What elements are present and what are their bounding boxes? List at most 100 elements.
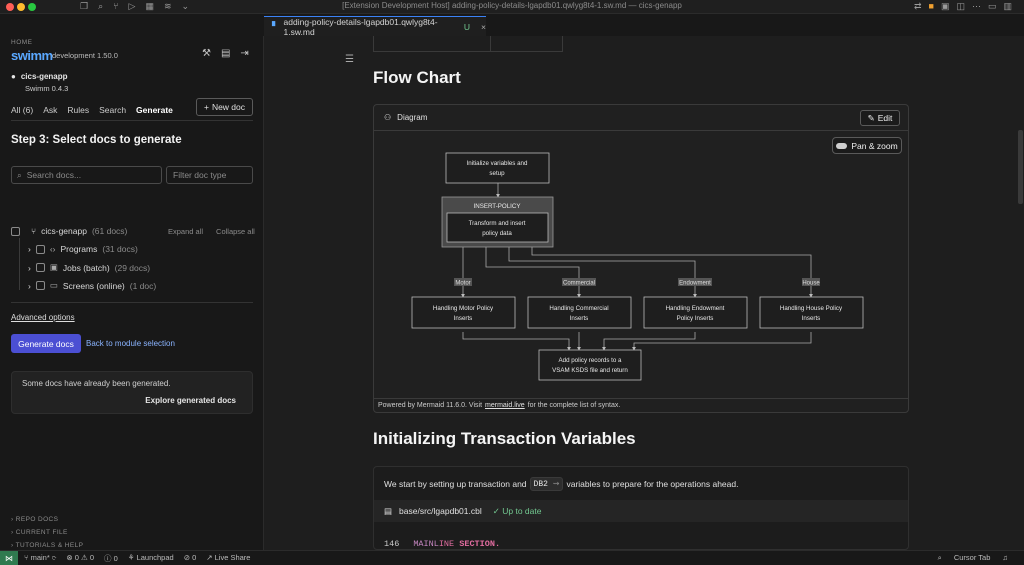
screens-checkbox[interactable]	[35, 281, 45, 290]
node-motor-line1: Handling Motor Policy	[433, 305, 494, 312]
run-debug-icon[interactable]: ▷	[128, 1, 136, 11]
expand-all-link[interactable]: Expand all	[168, 227, 204, 236]
advanced-options-link[interactable]: Advanced options	[11, 313, 75, 322]
tab-status: U	[463, 21, 471, 32]
tree-item-programs[interactable]: › ‹› Programs (31 docs)	[28, 244, 138, 254]
tab-generate[interactable]: Generate	[136, 105, 173, 121]
node-commercial-line2: Inserts	[570, 315, 589, 322]
code-line: 146 MAINLINE SECTION.	[384, 539, 501, 549]
tree-item-jobs[interactable]: › ▣ Jobs (batch) (29 docs)	[28, 262, 151, 273]
repo-docs-section[interactable]: › REPO DOCS	[11, 516, 59, 523]
programs-checkbox[interactable]	[35, 244, 45, 254]
tab-all[interactable]: All (6)	[11, 105, 34, 115]
edge-endowment-add	[602, 332, 696, 351]
filter-doc-type-input[interactable]: Filter doc type	[166, 166, 253, 184]
monitor-icon: ▭	[49, 280, 58, 290]
diagram-icon: ⚇	[384, 113, 392, 122]
chevron-right-icon[interactable]: ›	[28, 244, 31, 254]
node-commercial	[527, 296, 632, 329]
wrench-icon[interactable]: ⚒	[202, 48, 211, 59]
extensions-icon[interactable]: ▦	[145, 1, 154, 11]
edge-endowment	[508, 247, 697, 298]
source-control-icon[interactable]: ⑂	[113, 1, 119, 11]
maximize-window-button[interactable]	[28, 3, 36, 11]
collapse-all-link[interactable]: Collapse all	[216, 227, 255, 236]
subgraph-title: INSERT-POLICY	[474, 203, 521, 210]
briefcase-icon: ▣	[49, 262, 58, 272]
remote-icon[interactable]: ⋈	[0, 551, 18, 565]
node-init-line1: Initialize variables and	[467, 160, 528, 167]
branch-status[interactable]: ⑂ main* ⟳	[24, 553, 57, 562]
close-icon[interactable]: ×	[481, 21, 486, 32]
markdown-file-icon: ▘	[272, 21, 279, 31]
live-share-status[interactable]: ↗ Live Share	[206, 553, 251, 562]
edge-label-commercial: Commercial	[563, 281, 595, 287]
tree-root-row[interactable]: ⑂ cics-genapp (61 docs)	[11, 226, 127, 236]
tab-rules[interactable]: Rules	[67, 105, 90, 115]
search-icon[interactable]: ⌕	[98, 1, 104, 11]
tree-item-screens[interactable]: › ▭ Screens (online) (1 doc)	[28, 280, 157, 291]
chevron-right-icon[interactable]: ›	[28, 262, 31, 273]
zoom-icon[interactable]: ⌕	[937, 553, 942, 562]
compare-icon[interactable]: ⇄	[913, 1, 922, 11]
ports-status[interactable]: ⊘ 0	[183, 553, 197, 562]
new-doc-button[interactable]: + New doc	[196, 98, 253, 116]
swimm-icon[interactable]: ≋	[163, 1, 172, 11]
book-icon[interactable]: ▤	[220, 48, 231, 59]
link-icon: ⇝	[552, 480, 560, 489]
edge-label-motor: Motor	[455, 281, 470, 287]
outline-icon[interactable]: ☰	[345, 54, 354, 65]
root-checkbox[interactable]	[11, 226, 20, 236]
node-motor	[411, 296, 516, 329]
edge-label-bg	[454, 278, 472, 286]
edit-diagram-button[interactable]: ✎ Edit	[860, 110, 900, 126]
snippet-file-row[interactable]: ▤ base/src/lgapdb01.cbl ✓ Up to date	[374, 500, 908, 522]
launchpad-status[interactable]: ⚘ Launchpad	[127, 553, 174, 562]
tutorials-help-section[interactable]: › TUTORIALS & HELP	[11, 542, 84, 549]
line-number: 146	[384, 539, 400, 549]
current-file-section[interactable]: › CURRENT FILE	[11, 529, 68, 536]
snippet-description: We start by setting up transaction and D…	[384, 477, 739, 491]
node-house-line2: Inserts	[802, 315, 821, 322]
code-icon: ‹›	[49, 244, 56, 254]
search-docs-input[interactable]: ⌕ Search docs...	[11, 166, 162, 184]
sign-out-icon[interactable]: ⇥	[240, 48, 249, 59]
minimize-window-button[interactable]	[17, 3, 25, 11]
tab-search[interactable]: Search	[99, 105, 127, 115]
generate-docs-button[interactable]: Generate docs	[11, 334, 81, 353]
bell-icon[interactable]: ♫	[1002, 553, 1008, 562]
tab-ask[interactable]: Ask	[43, 105, 58, 115]
file-path[interactable]: base/src/lgapdb01.cbl	[399, 506, 482, 516]
split-editor-icon[interactable]: ◫	[956, 1, 965, 11]
diagram-footer: Powered by Mermaid 11.6.0. Visit mermaid…	[374, 398, 908, 412]
toggle-icon	[836, 142, 848, 149]
toggle-panel-icon[interactable]: ▭	[987, 1, 997, 11]
chevron-right-icon[interactable]: ›	[28, 280, 31, 291]
info-status[interactable]: ⓘ 0	[104, 554, 118, 563]
back-to-module-link[interactable]: Back to module selection	[86, 339, 175, 348]
node-house-line1: Handling House Policy	[780, 305, 843, 312]
mermaid-live-link[interactable]: mermaid.live	[485, 402, 525, 409]
layout-icon[interactable]: ▥	[1003, 1, 1012, 11]
problems-status[interactable]: ⊗ 0 ⚠ 0	[66, 553, 94, 562]
sidebar-tabs: All (6) Ask Rules Search Generate	[11, 105, 173, 121]
explore-generated-docs-link[interactable]: Explore generated docs	[145, 396, 236, 405]
repo-name: ●cics-genapp	[11, 72, 68, 81]
step-title: Step 3: Select docs to generate	[11, 134, 182, 146]
explorer-icon[interactable]: ❐	[80, 1, 89, 11]
jobs-checkbox[interactable]	[35, 263, 45, 272]
editor-scrollbar[interactable]	[1018, 130, 1023, 204]
node-init	[445, 152, 550, 184]
more-actions-icon[interactable]: ⋯	[971, 1, 981, 11]
search-icon: ⌕	[17, 169, 22, 180]
edge-label-endowment: Endowment	[679, 281, 711, 287]
close-window-button[interactable]	[6, 3, 14, 11]
swimm-badge-icon[interactable]: ■	[928, 1, 934, 11]
db2-token[interactable]: DB2 ⇝	[529, 477, 564, 491]
tree-guide-line	[19, 238, 20, 290]
tab-markdown-file[interactable]: ▘ adding-policy-details-lgapdb01.qwlyg8t…	[264, 16, 486, 37]
preview-icon[interactable]: ▣	[940, 1, 950, 11]
chevron-down-icon[interactable]: ⌄	[181, 1, 190, 11]
pan-zoom-toggle[interactable]: Pan & zoom	[832, 137, 902, 154]
cursor-tab-status[interactable]: Cursor Tab	[953, 553, 991, 562]
